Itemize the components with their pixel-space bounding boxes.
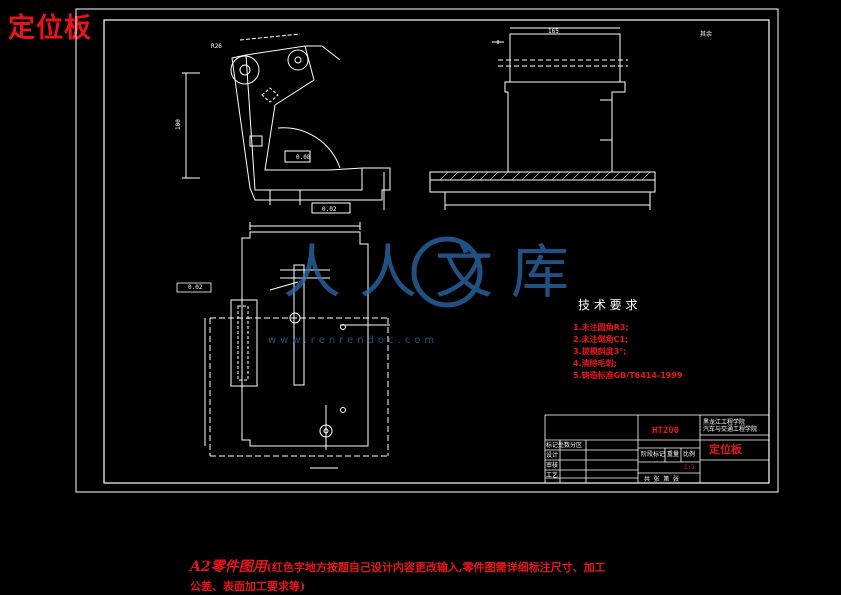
footer-note-heading: A2零件图用 <box>190 559 267 575</box>
tech-req-item: 4.清除毛刺; <box>573 358 617 368</box>
side-view <box>429 27 656 210</box>
watermark-text: 人人文库 <box>283 238 587 306</box>
inner-border <box>103 19 770 484</box>
title-block-row-label: 比例 <box>683 450 695 458</box>
title-block-sheet: 共 张 第 张 <box>644 475 679 483</box>
watermark-logo-icon <box>411 236 483 308</box>
footer-note-line1: (红色字地方按题自己设计内容更改输入,零件图需详细标注尺寸、加工 <box>266 561 606 574</box>
title-block-row-label: 标记处数分区 <box>546 441 582 449</box>
title-block <box>544 414 770 484</box>
title-block-material: HT200 <box>652 426 679 436</box>
title-block-scale: 1:1 <box>684 464 695 471</box>
title-block-part-name: 定位板 <box>709 442 743 456</box>
title-block-school: 黑龙江工程学院 <box>703 418 745 426</box>
tech-req-item: 3.拔模斜度3°; <box>573 346 626 356</box>
title-block-row-label: 重量 <box>667 450 679 458</box>
tech-req-item: 1.未注圆角R3; <box>573 322 629 332</box>
watermark: 人人文库 www.renrendoc.com <box>268 236 587 346</box>
top-view <box>204 222 390 469</box>
dim-length: 100 <box>175 119 182 130</box>
flatness-label-3: 0.02 <box>188 284 203 291</box>
flatness-label-2: 0.02 <box>322 206 337 213</box>
flatness-label-1: 0.08 <box>296 154 311 161</box>
tech-req-heading: 技 术 要 求 <box>578 298 637 312</box>
tech-requirements: 技 术 要 求 1.未注圆角R3; 2.未注倒角C1; 3.拔模斜度3°; 4.… <box>573 298 683 380</box>
title-block-row-label: 工艺 <box>546 471 558 479</box>
tech-req-item: 2.未注倒角C1; <box>573 334 628 344</box>
dim-r26: R26 <box>211 43 222 50</box>
title-block-row-label: 审核 <box>546 461 558 469</box>
roughness-note: 其余 <box>700 30 712 38</box>
dim-top-width: 165 <box>548 28 559 35</box>
page-title: 定位板 <box>8 13 92 44</box>
footer-note: A2零件图用(红色字地方按题自己设计内容更改输入,零件图需详细标注尺寸、加工 公… <box>190 557 710 595</box>
tech-req-item: 5.铸造标准GB/T6414-1999 <box>573 370 683 380</box>
title-block-dept: 汽车与交通工程学院 <box>703 425 757 433</box>
title-block-row-label: 阶段标记 <box>641 450 665 458</box>
title-block-row-label: 设计 <box>546 451 558 459</box>
side-view-hatch <box>439 171 651 181</box>
front-view <box>182 33 391 214</box>
footer-note-line2: 公差、表面加工要求等) <box>190 580 306 593</box>
watermark-url: www.renrendoc.com <box>268 335 438 346</box>
outer-border <box>75 8 779 493</box>
